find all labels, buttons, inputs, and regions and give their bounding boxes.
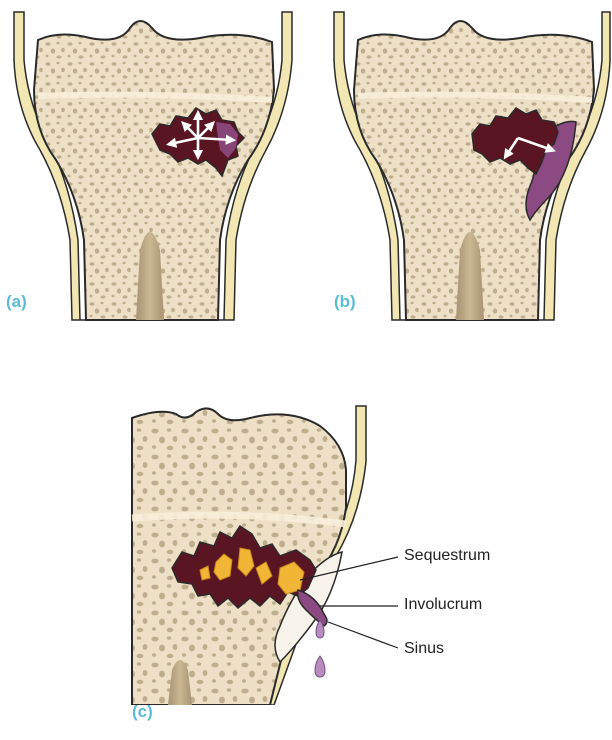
- panel-label-b: (b): [334, 292, 356, 312]
- panel-label-c: (c): [132, 702, 153, 722]
- panel-c: Sequestrum Involucrum Sinus (c): [120, 400, 540, 730]
- panel-label-a: (a): [6, 292, 27, 312]
- label-involucrum: Involucrum: [404, 596, 482, 614]
- label-sinus: Sinus: [404, 640, 444, 658]
- bone-diagram-a: [0, 0, 300, 325]
- panel-a: (a): [0, 0, 300, 325]
- label-sequestrum: Sequestrum: [404, 547, 490, 565]
- panel-b: (b): [310, 0, 612, 325]
- bone-diagram-b: [310, 0, 612, 325]
- pus-drop-icon: [315, 620, 325, 677]
